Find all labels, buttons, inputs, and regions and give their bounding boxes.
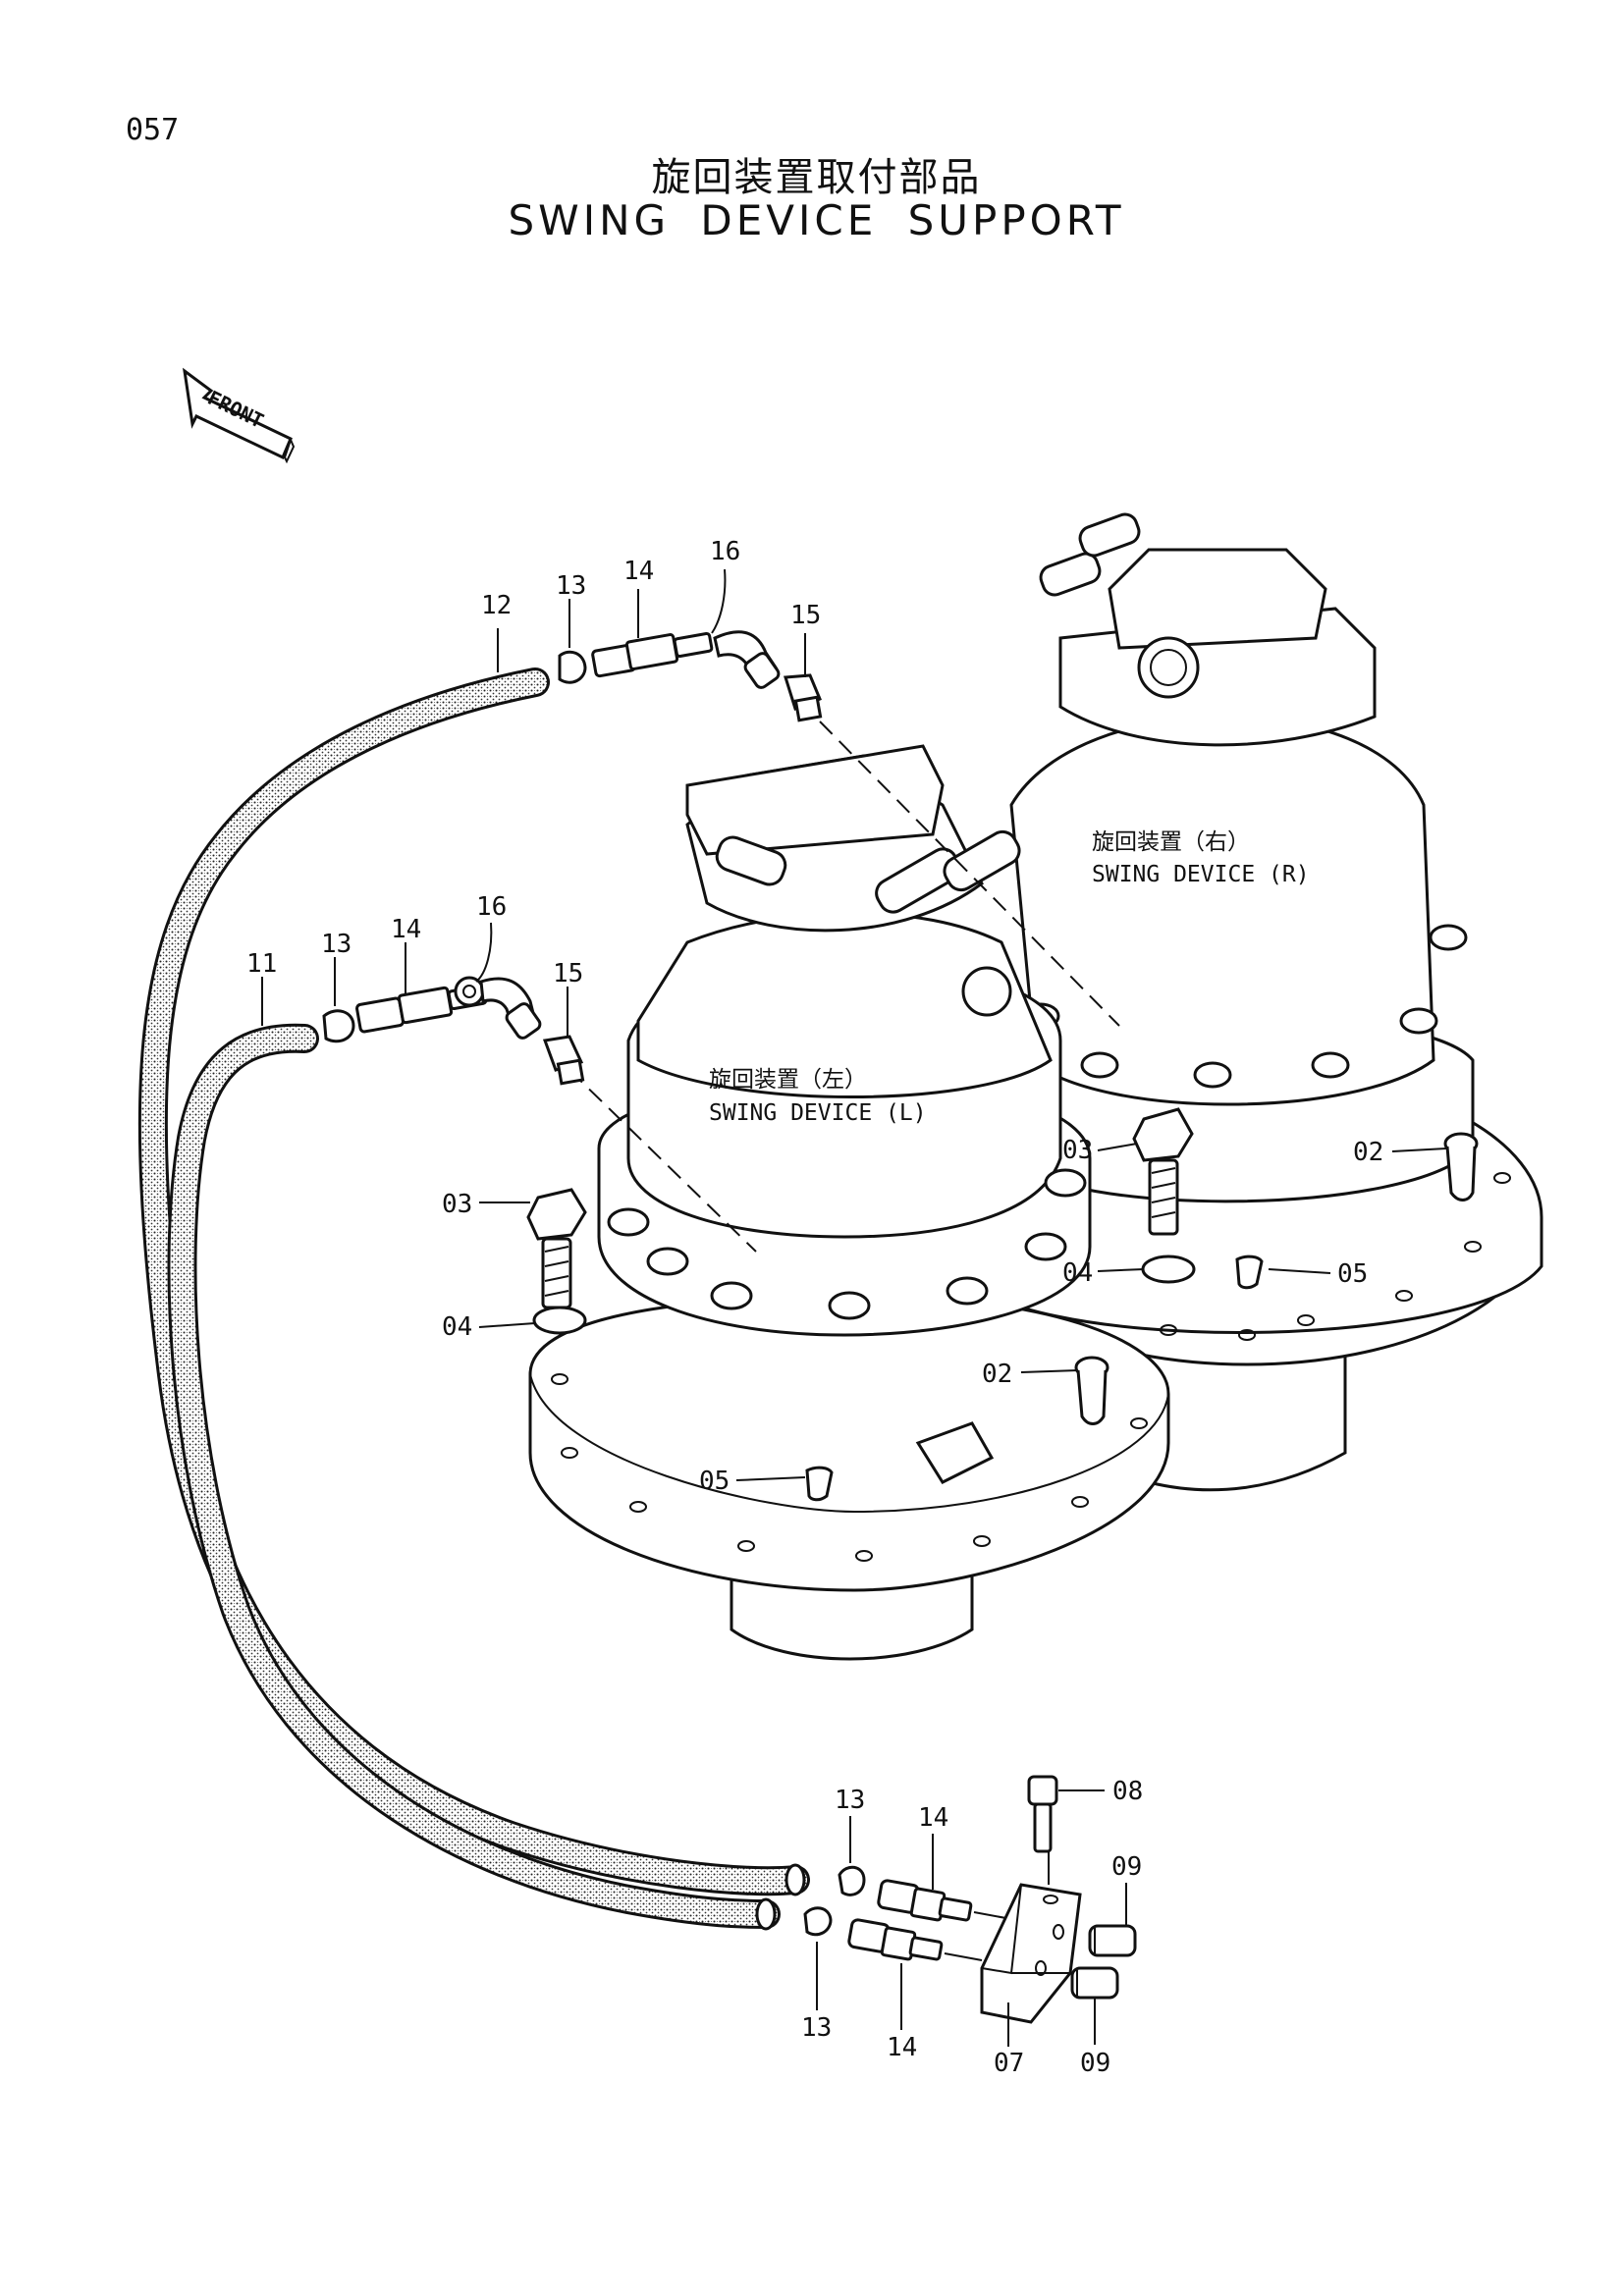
hose-12 — [137, 667, 810, 1896]
callout-13-lower-bottom: 13 — [801, 2013, 832, 2043]
plug-05-right — [1235, 1255, 1264, 1290]
callout-14-lower-bottom: 14 — [887, 2033, 917, 2062]
callout-16-upper: 16 — [710, 537, 740, 566]
callout-15-upper: 15 — [790, 601, 821, 630]
callout-03-right: 03 — [1062, 1136, 1093, 1165]
callout-14-upper: 14 — [623, 557, 654, 586]
page-number: 057 — [126, 113, 180, 147]
callout-05-left: 05 — [699, 1467, 730, 1496]
hose-11 — [167, 1023, 781, 1931]
fittings-upper — [558, 630, 823, 722]
callout-04-right: 04 — [1062, 1258, 1093, 1288]
title-japanese: 旋回装置取付部品 — [651, 155, 982, 200]
device-right-label-en: SWING DEVICE (R) — [1092, 862, 1310, 887]
plug-05-left — [805, 1466, 834, 1502]
device-right-label-jp: 旋回装置（右） — [1092, 829, 1250, 855]
title-english: SWING DEVICE SUPPORT — [508, 196, 1125, 244]
callout-11: 11 — [246, 949, 277, 979]
callout-09-bottom: 09 — [1080, 2049, 1110, 2078]
device-left-label-jp: 旋回装置（左） — [709, 1067, 867, 1093]
callout-13-middle: 13 — [321, 930, 352, 959]
callout-08: 08 — [1112, 1777, 1143, 1806]
callout-13-lower-top: 13 — [835, 1786, 865, 1815]
fittings-lower — [803, 1775, 1137, 2024]
callout-07: 07 — [994, 2049, 1024, 2078]
callout-14-middle: 14 — [391, 915, 421, 944]
callout-16-middle: 16 — [476, 892, 507, 922]
callout-02-left: 02 — [982, 1360, 1012, 1389]
callout-13-upper: 13 — [556, 571, 586, 601]
callout-04-left: 04 — [442, 1312, 472, 1342]
washer-04-right — [1141, 1255, 1196, 1284]
callout-14-lower-top: 14 — [918, 1803, 948, 1833]
assembly-guides — [568, 721, 1120, 1253]
swing-device-left — [528, 744, 1170, 1661]
callout-03-left: 03 — [442, 1190, 472, 1219]
washer-04-left — [532, 1306, 587, 1335]
plug-02-right — [1443, 1132, 1479, 1201]
swing-device-right — [950, 512, 1543, 1492]
callout-labels: 12 13 14 16 15 11 13 14 16 15 03 04 03 0… — [246, 537, 1383, 2078]
device-left-label-en: SWING DEVICE (L) — [709, 1100, 927, 1126]
front-arrow-icon: FRONT — [182, 367, 296, 464]
callout-12-upper: 12 — [481, 591, 512, 620]
fittings-middle — [322, 976, 585, 1086]
callout-02-right: 02 — [1353, 1138, 1383, 1167]
leader-lines — [261, 568, 1447, 2047]
callout-09-top: 09 — [1111, 1852, 1142, 1882]
callout-15-middle: 15 — [553, 959, 583, 988]
bolt-03-left — [526, 1188, 587, 1309]
bolt-03-right — [1132, 1107, 1194, 1236]
callout-05-right: 05 — [1337, 1259, 1368, 1289]
plug-02-left — [1074, 1356, 1109, 1425]
